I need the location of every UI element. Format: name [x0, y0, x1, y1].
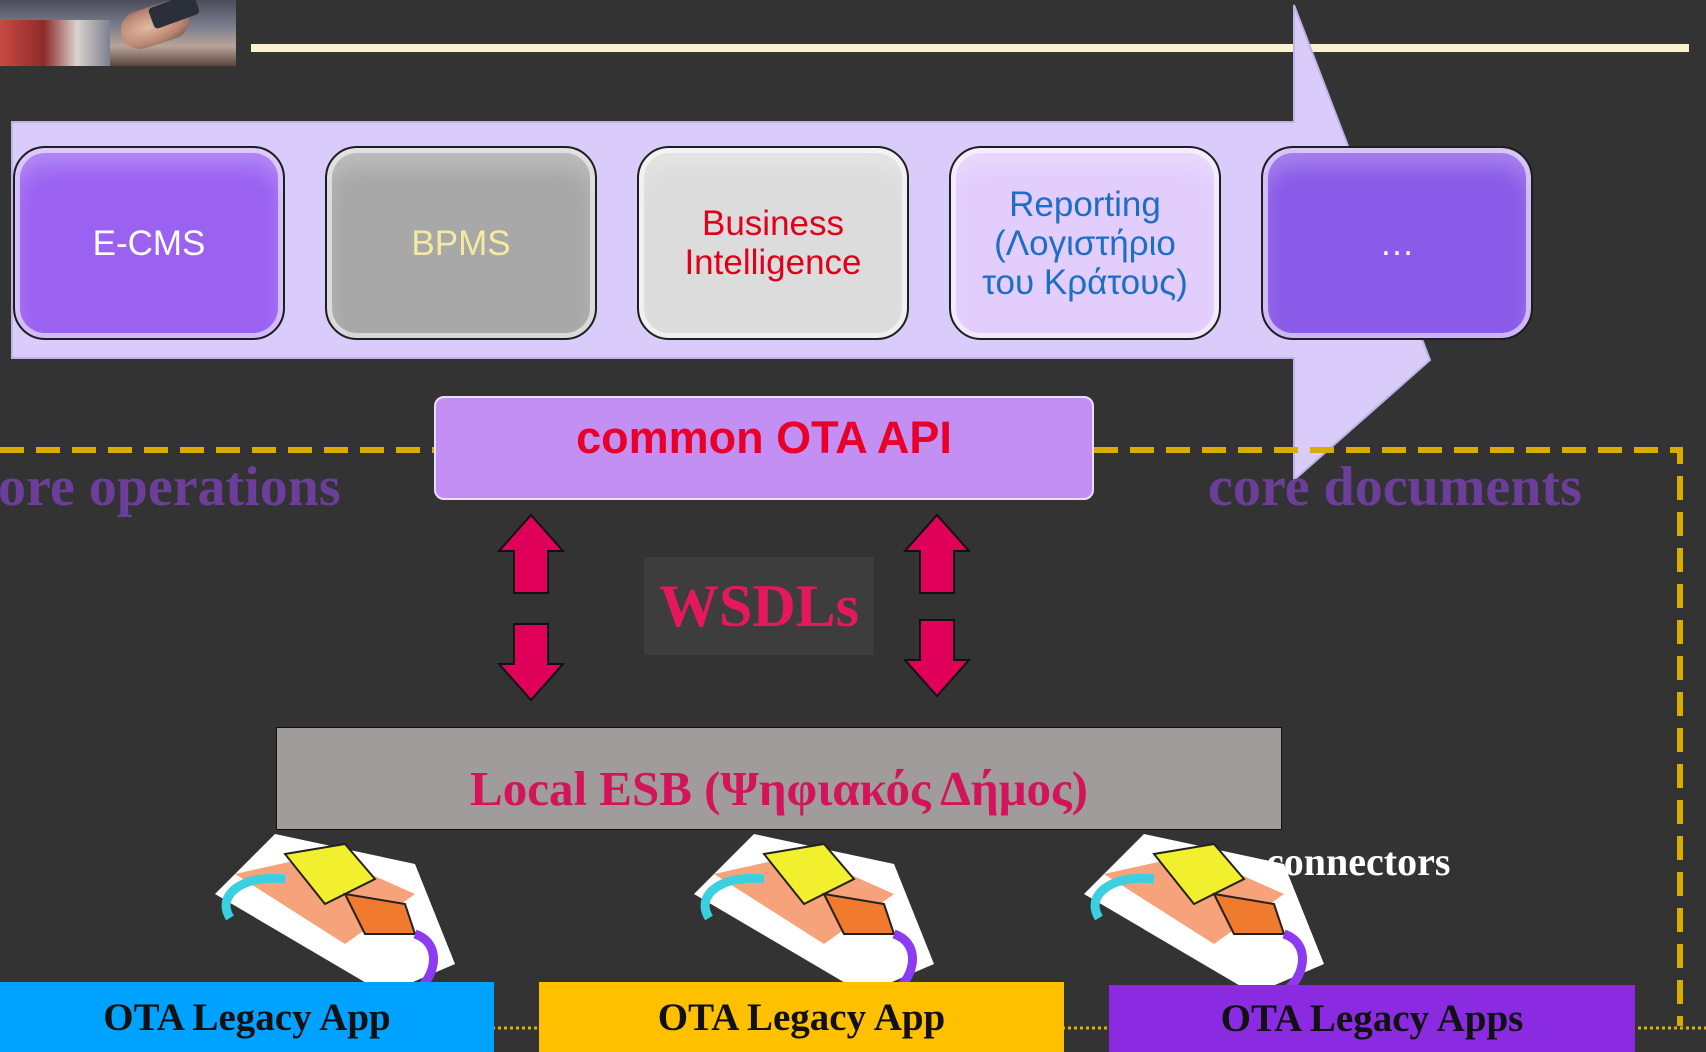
legacy-app-3: OTA Legacy Apps: [1109, 985, 1635, 1052]
app-label: OTA Legacy App: [103, 995, 391, 1039]
esb-label: Local ESB (Ψηφιακός Δήμος): [470, 761, 1088, 816]
arrow-up-left: [496, 513, 566, 594]
header-photo: [0, 0, 236, 66]
legacy-app-1: OTA Legacy App: [0, 982, 494, 1052]
module-reporting: Reporting (Λογιστήριο του Κράτους): [949, 146, 1221, 340]
wsdl-box: WSDLs: [644, 557, 874, 655]
arrow-down-right: [902, 619, 972, 698]
app-label: OTA Legacy Apps: [1220, 997, 1524, 1040]
api-label: common OTA API: [576, 412, 952, 463]
module-more: …: [1261, 146, 1533, 340]
module-bpms: BPMS: [325, 146, 597, 340]
app-label: OTA Legacy App: [657, 995, 946, 1039]
title-underline: [251, 44, 1689, 52]
legacy-app-2: OTA Legacy App: [539, 982, 1064, 1052]
module-label: BPMS: [411, 223, 511, 263]
common-api-box: common OTA API: [434, 396, 1094, 500]
wsdl-label: WSDLs: [658, 572, 860, 639]
module-label: Business Intelligence: [684, 204, 862, 282]
local-esb-box: Local ESB (Ψηφιακός Δήμος): [276, 727, 1282, 830]
core-boundary-dashed-right: [1094, 447, 1683, 1026]
arrow-up-right: [902, 513, 972, 594]
core-operations-label: ore operations: [0, 456, 341, 518]
cable-connector-icon: [215, 834, 455, 999]
module-business-intelligence: Business Intelligence: [637, 146, 909, 340]
module-label: Reporting (Λογιστήριο του Κράτους): [982, 184, 1188, 302]
module-label: …: [1379, 223, 1415, 263]
cable-connector-icon: [694, 834, 934, 999]
module-label: E-CMS: [92, 223, 206, 263]
module-ecms: E-CMS: [13, 146, 285, 340]
cable-connector-icon: [1084, 834, 1324, 999]
core-documents-label: core documents: [1208, 456, 1582, 518]
arrow-down-left: [496, 623, 566, 702]
connectors-label: connectors: [1266, 839, 1451, 884]
